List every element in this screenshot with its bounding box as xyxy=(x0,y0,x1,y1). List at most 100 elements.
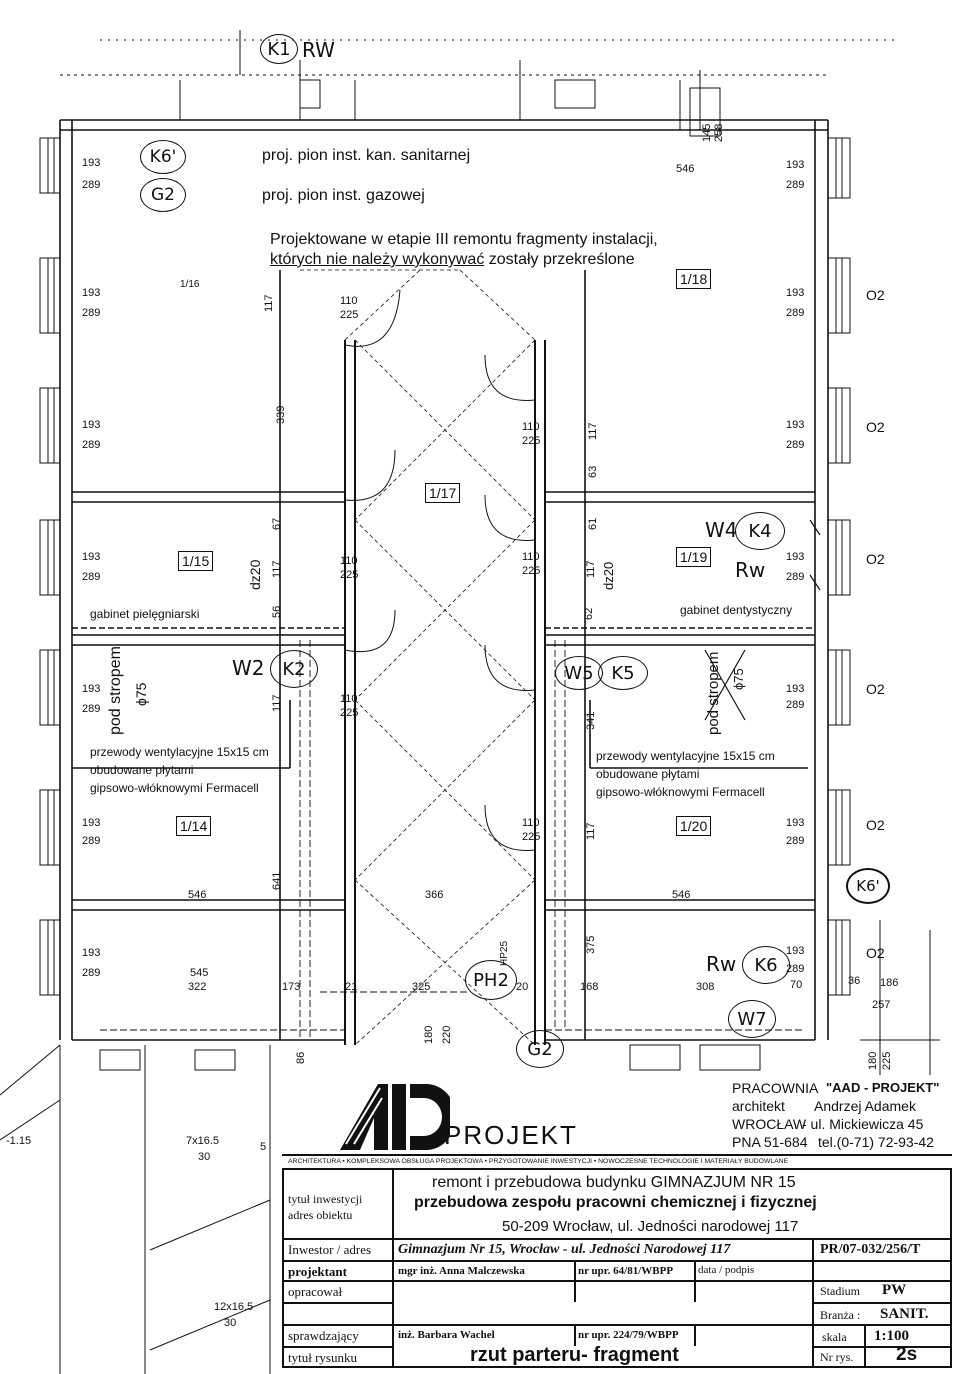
dim-62: 62 xyxy=(583,607,595,620)
dim-289: 289 xyxy=(82,307,101,319)
dim-117: 117 xyxy=(585,822,597,840)
dim-180b: 180 xyxy=(867,1051,879,1070)
branza-value: SANIT. xyxy=(880,1306,929,1322)
dim-341: 341 xyxy=(585,711,597,730)
dim-289: 289 xyxy=(786,571,805,583)
dim-289: 289 xyxy=(82,439,101,451)
dim-546: 546 xyxy=(676,163,695,175)
dim-322: 322 xyxy=(188,981,207,993)
dim-225: 225 xyxy=(340,707,359,719)
project-title-line2: przebudowa zespołu pracowni chemicznej i… xyxy=(414,1194,817,1211)
riser-k1-label: K1 xyxy=(267,38,291,60)
riser-w7-marker: W7 xyxy=(728,1000,776,1038)
company-architekt: architekt xyxy=(732,1098,785,1114)
dim-117: 117 xyxy=(587,422,599,440)
dim-225: 225 xyxy=(522,565,541,577)
dim-325: 325 xyxy=(412,981,431,993)
dim-193: 193 xyxy=(82,551,101,563)
dim-225b: 225 xyxy=(881,1051,893,1070)
dim-289: 289 xyxy=(82,835,101,847)
riser-k6-prime-marker: K6' xyxy=(846,868,890,904)
dim-67: 67 xyxy=(271,517,283,530)
skala-value: 1:100 xyxy=(874,1328,909,1344)
riser-k4-marker: K4 xyxy=(735,512,785,550)
dim-70: 70 xyxy=(790,979,803,991)
vent-note-left-1: przewody wentylacyjne 15x15 cm xyxy=(90,745,269,759)
dim-289: 289 xyxy=(786,963,805,975)
dim-193: 193 xyxy=(82,817,101,829)
dim-110: 110 xyxy=(340,693,358,705)
company-pracownia: PRACOWNIA xyxy=(732,1080,819,1096)
dz20-left: dz20 xyxy=(247,559,263,590)
legend-note-line2: których nie należy wykonywać zostały prz… xyxy=(270,252,635,268)
phi75-left: ϕ75 xyxy=(133,682,149,706)
label-inwestor: Inwestor / adres xyxy=(288,1242,372,1257)
label-sprawdzajacy: sprawdzający xyxy=(288,1328,359,1343)
dim-186: 186 xyxy=(880,977,899,989)
label-skala: skala xyxy=(822,1330,847,1344)
dim-289: 289 xyxy=(82,571,101,583)
legend-note-rest: zostały przekreślone xyxy=(484,251,635,268)
dim-193: 193 xyxy=(82,419,101,431)
dim-21: 21 xyxy=(345,981,358,993)
dim-110: 110 xyxy=(522,551,540,563)
dim-225: 225 xyxy=(340,309,359,321)
legend-k6-text: proj. pion inst. kan. sanitarnej xyxy=(262,147,471,164)
label-stadium: Stadium xyxy=(820,1284,861,1298)
dim-63: 63 xyxy=(587,465,599,478)
dim-minus-1-15: -1.15 xyxy=(6,1135,32,1147)
dim-110: 110 xyxy=(522,817,540,829)
riser-rw-top-label: RW xyxy=(302,38,335,62)
room-1-19: 1/19 xyxy=(676,547,712,567)
riser-k2-marker: K2 xyxy=(270,650,318,688)
dim-193: 193 xyxy=(786,287,805,299)
company-services: ARCHITEKTURA • KOMPLEKSOWA OBSŁUGA PROJE… xyxy=(288,1158,789,1165)
dim-5: 5 xyxy=(260,1141,267,1153)
dim-193: 193 xyxy=(786,683,805,695)
nr-rys-value: 2s xyxy=(896,1344,918,1365)
room-1-17: 1/17 xyxy=(425,483,461,503)
label-branza: Branża : xyxy=(820,1308,861,1322)
riser-w2-label: W2 xyxy=(232,656,265,680)
company-brand: "AAD - PROJEKT" xyxy=(826,1080,940,1095)
dim-36: 36 xyxy=(848,975,861,987)
label-nr-rys: Nr rys. xyxy=(820,1350,854,1364)
dim-86: 86 xyxy=(295,1051,307,1064)
dim-193: 193 xyxy=(786,945,805,957)
vent-note-right-3: gipsowo-włóknowymi Fermacell xyxy=(596,785,765,799)
project-title-line3: 50-209 Wrocław, ul. Jedności narodowej 1… xyxy=(502,1218,799,1235)
dim-o2: O2 xyxy=(866,419,885,435)
dim-641: 641 xyxy=(271,871,283,890)
dim-257: 257 xyxy=(872,999,891,1011)
dim-o2: O2 xyxy=(866,817,885,833)
stadium-value: PW xyxy=(882,1282,907,1298)
dim-193: 193 xyxy=(82,947,101,959)
dim-366: 366 xyxy=(425,889,444,901)
vent-note-right-2: obudowane płytami xyxy=(596,767,700,781)
dim-110: 110 xyxy=(340,295,358,307)
dim-o2: O2 xyxy=(866,551,885,567)
company-pna: PNA 51-684 xyxy=(732,1134,808,1150)
dim-o2: O2 xyxy=(866,681,885,697)
riser-k6-marker: K6 xyxy=(742,946,790,984)
legend-note-underlined: których nie należy wykonywać xyxy=(270,251,485,268)
dim-258: 258 xyxy=(713,123,725,142)
dim-289: 289 xyxy=(82,179,101,191)
dim-375: 375 xyxy=(585,935,597,954)
project-title-line1: remont i przebudowa budynku GIMNAZJUM NR… xyxy=(432,1174,796,1191)
company-logo-icon xyxy=(340,1084,450,1150)
dim-220: 220 xyxy=(441,1025,453,1044)
dim-545: 545 xyxy=(190,967,209,979)
hp25-label: HP25 xyxy=(499,940,510,966)
dim-145: 145 xyxy=(701,123,713,142)
riser-k1-marker: K1 xyxy=(260,34,298,64)
dim-20: 20 xyxy=(516,981,529,993)
dim-180: 180 xyxy=(423,1025,435,1044)
dim-168: 168 xyxy=(580,981,599,993)
dim-225: 225 xyxy=(340,569,359,581)
label-tytul-inwestycji: tytuł inwestycji xyxy=(288,1192,363,1206)
drawing-title: rzut parteru- fragment xyxy=(470,1344,679,1366)
dim-289: 289 xyxy=(82,967,101,979)
room-1-18: 1/18 xyxy=(676,269,712,289)
dim-117: 117 xyxy=(271,560,283,578)
